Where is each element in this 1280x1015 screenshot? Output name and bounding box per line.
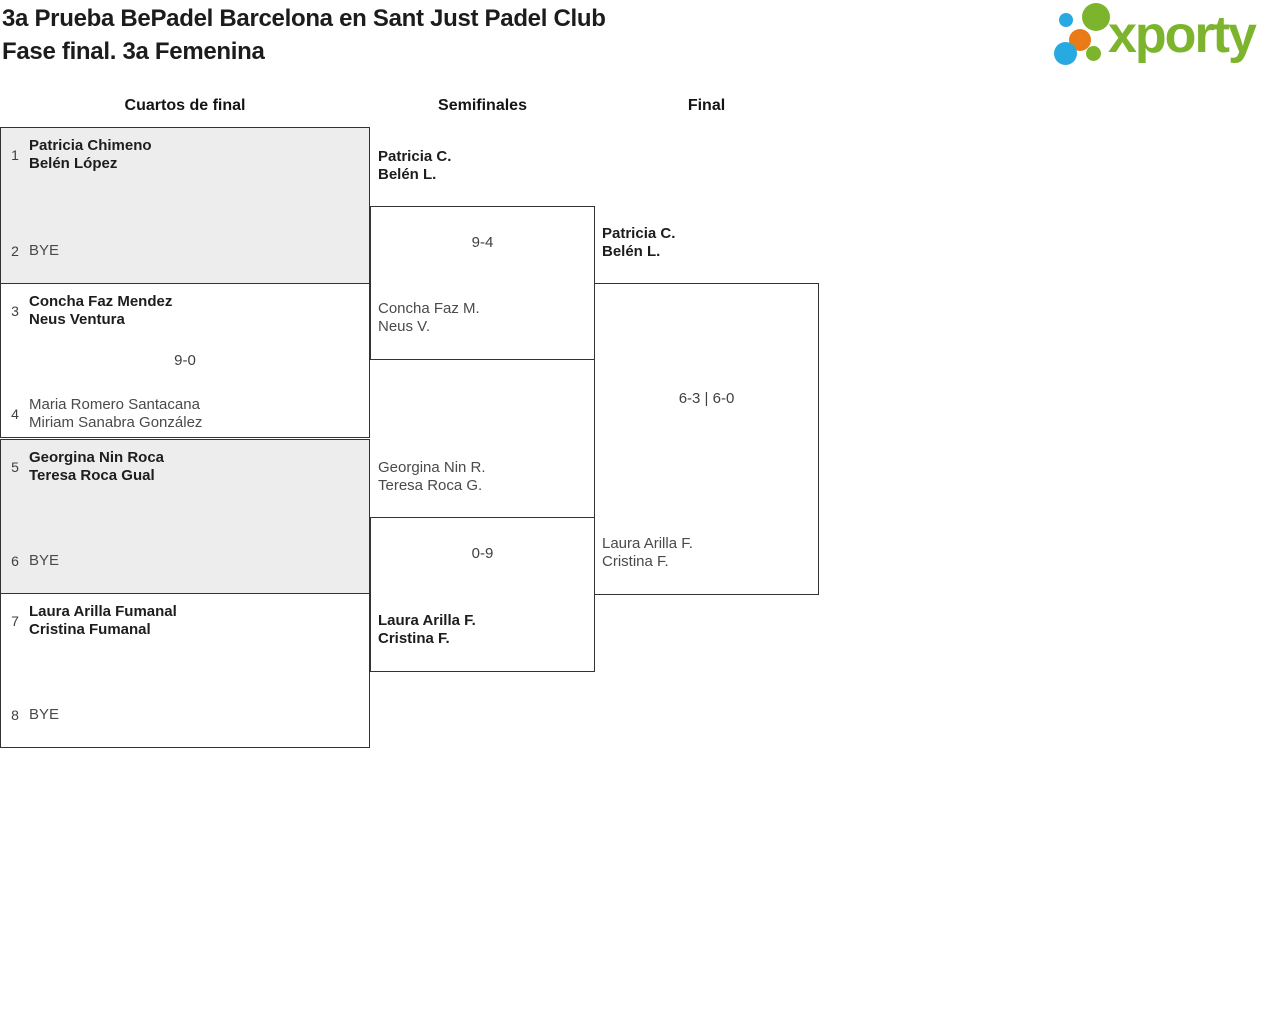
match-score: 9-0 [174,351,196,369]
team-names: BYE [29,706,59,724]
player-name: Georgina Nin R. [378,459,486,476]
match-score: 9-4 [471,234,494,251]
logo-dot-icon [1082,3,1110,31]
round-header-final: Final [687,97,726,114]
round-header-quarterfinals: Cuartos de final [124,97,246,114]
player-name: Neus Ventura [29,311,125,328]
team-row: 1 Patricia Chimeno Belén López [3,137,367,173]
team-names: Concha Faz M. Neus V. [378,300,480,336]
team-names: Laura Arilla F. Cristina F. [378,612,476,648]
team-slot: 6 BYE [3,552,367,588]
team-row: 6 BYE [3,552,367,570]
match-quarterfinal-1: 1 Patricia Chimeno Belén López 2 BYE [0,127,370,284]
player-name: Concha Faz M. [378,300,480,317]
team-slot: Laura Arilla F. Cristina F. [602,535,693,571]
team-names: Patricia C. Belén L. [602,225,675,261]
team-slot: Patricia C. Belén L. [378,148,451,184]
team-slot: 1 Patricia Chimeno Belén López [3,137,367,173]
team-row: 4 Maria Romero Santacana Miriam Sanabra … [3,396,367,432]
player-name: Miriam Sanabra González [29,414,203,431]
seed-number: 7 [11,613,19,629]
team-names: Patricia Chimeno Belén López [29,137,152,173]
team-names: BYE [29,552,59,570]
player-name: Belén L. [378,166,437,183]
logo-wordmark: xporty [1108,6,1257,64]
match-quarterfinal-3: 5 Georgina Nin Roca Teresa Roca Gual 6 B… [0,439,370,594]
seed-number: 8 [11,707,19,723]
player-name: Georgina Nin Roca [29,449,165,466]
player-name: BYE [29,706,60,723]
team-slot: 7 Laura Arilla Fumanal Cristina Fumanal [3,603,367,639]
team-slot: 5 Georgina Nin Roca Teresa Roca Gual [3,449,367,485]
team-names: Laura Arilla F. Cristina F. [602,535,693,571]
team-slot: Georgina Nin R. Teresa Roca G. [378,459,486,495]
page-title-line2: Fase final. 3a Femenina [2,38,265,65]
seed-number: 5 [11,459,19,475]
match-final: Patricia C. Belén L. 6-3 | 6-0 Laura Ari… [594,225,819,595]
player-name: Maria Romero Santacana [29,396,200,413]
match-quarterfinal-4: 7 Laura Arilla Fumanal Cristina Fumanal … [0,593,370,748]
player-name: BYE [29,242,60,259]
team-names: Georgina Nin Roca Teresa Roca Gual [29,449,164,485]
player-name: Patricia Chimeno [29,137,152,154]
player-name: Patricia C. [378,148,452,165]
player-name: Teresa Roca G. [378,477,483,494]
team-names: BYE [29,242,59,260]
seed-number: 3 [11,303,19,319]
page-title: 3a Prueba BePadel Barcelona en Sant Just… [2,2,606,68]
team-slot: Laura Arilla F. Cristina F. [378,612,476,648]
player-name: Patricia C. [602,225,676,242]
player-name: Cristina F. [602,553,669,570]
team-slot: 2 BYE [3,242,367,278]
team-names: Maria Romero Santacana Miriam Sanabra Go… [29,396,202,432]
player-name: Laura Arilla Fumanal [29,603,177,620]
player-name: Belén López [29,155,118,172]
team-slot: 3 Concha Faz Mendez Neus Ventura [3,293,367,329]
seed-number: 6 [11,553,19,569]
player-name: Teresa Roca Gual [29,467,155,484]
page-title-line1: 3a Prueba BePadel Barcelona en Sant Just… [2,5,606,32]
player-name: Cristina F. [378,630,450,647]
player-name: Laura Arilla F. [378,612,476,629]
seed-number: 1 [11,147,19,163]
team-names: Laura Arilla Fumanal Cristina Fumanal [29,603,177,639]
player-name: Laura Arilla F. [602,535,693,552]
team-row: 8 BYE [3,706,367,724]
seed-number: 4 [11,406,19,422]
logo-dot-icon [1086,46,1101,61]
player-name: Cristina Fumanal [29,621,151,638]
team-slot: Patricia C. Belén L. [602,225,675,261]
logo-dot-icon [1059,13,1073,27]
player-name: Concha Faz Mendez [29,293,173,310]
logo-dot-icon [1054,42,1077,65]
match-semifinal-1: Patricia C. Belén L. 9-4 Concha Faz M. N… [370,148,595,360]
team-row: 7 Laura Arilla Fumanal Cristina Fumanal [3,603,367,639]
match-score: 6-3 | 6-0 [678,390,735,407]
team-slot: 8 BYE [3,706,367,742]
team-row: 2 BYE [3,242,367,260]
team-row: 3 Concha Faz Mendez Neus Ventura [3,293,367,329]
team-names: Concha Faz Mendez Neus Ventura [29,293,172,329]
team-row: 5 Georgina Nin Roca Teresa Roca Gual [3,449,367,485]
xporty-logo[interactable]: xporty [1045,0,1280,90]
team-names: Patricia C. Belén L. [378,148,451,184]
player-name: Belén L. [602,243,661,260]
team-names: Georgina Nin R. Teresa Roca G. [378,459,486,495]
match-quarterfinal-2: 3 Concha Faz Mendez Neus Ventura 9-0 4 M… [0,283,370,438]
player-name: BYE [29,552,60,569]
team-slot: Concha Faz M. Neus V. [378,300,480,336]
match-semifinal-2: Georgina Nin R. Teresa Roca G. 0-9 Laura… [370,459,595,672]
match-score: 0-9 [471,545,494,562]
seed-number: 2 [11,243,19,259]
player-name: Neus V. [378,318,430,335]
team-slot: 4 Maria Romero Santacana Miriam Sanabra … [3,396,367,432]
round-header-semifinals: Semifinales [438,97,527,114]
